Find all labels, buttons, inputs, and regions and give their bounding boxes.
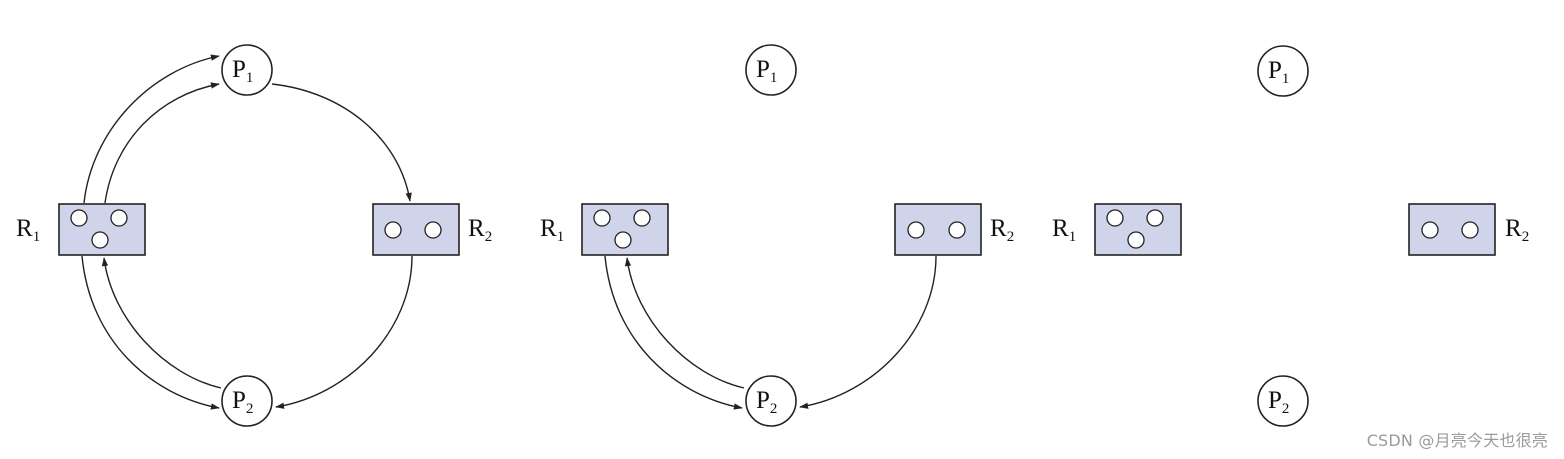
edge-r1-p1-inner [104,82,220,204]
resource-instance [614,231,632,249]
process-p1-label: P1 [756,56,777,86]
resource-r2: R2 [372,203,492,256]
process-p1: P1 [1257,45,1309,97]
resource-instance [633,209,651,227]
resource-instance [593,209,611,227]
process-p1-label: P1 [1268,57,1289,87]
resource-instance [1146,209,1164,227]
resource-instance [948,221,966,239]
resource-r1: R1 [16,203,146,256]
edge-r1-p1-outer [83,54,220,204]
process-p1: P1 [221,44,273,96]
process-p2-label: P2 [1268,387,1289,417]
resource-r1: R1 [1052,203,1182,256]
watermark: CSDN @月亮今天也很亮 [1366,431,1548,450]
resource-r1-label: R1 [540,215,564,245]
resource-instance [384,221,402,239]
resource-instance [424,221,442,239]
process-p2-label: P2 [756,387,777,417]
process-p2: P2 [221,375,273,427]
resource-instance [70,209,88,227]
resource-r2-label: R2 [990,215,1014,245]
resource-r1-label: R1 [1052,215,1076,245]
resource-r1: R1 [540,203,669,256]
resource-instance [1127,231,1145,249]
resource-instance [1421,221,1439,239]
resource-r1-label: R1 [16,215,40,245]
resource-instance [91,231,109,249]
resource-r2: R2 [1408,203,1529,256]
edge-p2-r1 [624,257,745,389]
process-p1-label: P1 [232,56,253,86]
resource-instance [110,209,128,227]
process-p2: P2 [1257,375,1309,427]
process-p2: P2 [745,375,797,427]
edge-r2-p2 [799,255,937,409]
panel-a: P1 P2 R1 R2 [16,44,492,427]
process-p1: P1 [745,44,797,96]
edge-r2-p2 [275,255,413,409]
edge-r1-p2 [81,255,220,410]
resource-r2-label: R2 [468,215,492,245]
panel-b: P1 P2 R1 R2 [540,44,1014,427]
resource-instance [907,221,925,239]
edge-p1-r2 [271,83,412,202]
resource-instance [1106,209,1124,227]
resource-r2: R2 [894,203,1014,256]
edge-r1-p2 [604,255,743,410]
resource-r2-label: R2 [1505,215,1529,245]
panel-c: P1 P2 R1 R2 [1052,45,1529,427]
process-p2-label: P2 [232,387,253,417]
resource-instance [1461,221,1479,239]
edge-p2-r1 [101,257,222,389]
